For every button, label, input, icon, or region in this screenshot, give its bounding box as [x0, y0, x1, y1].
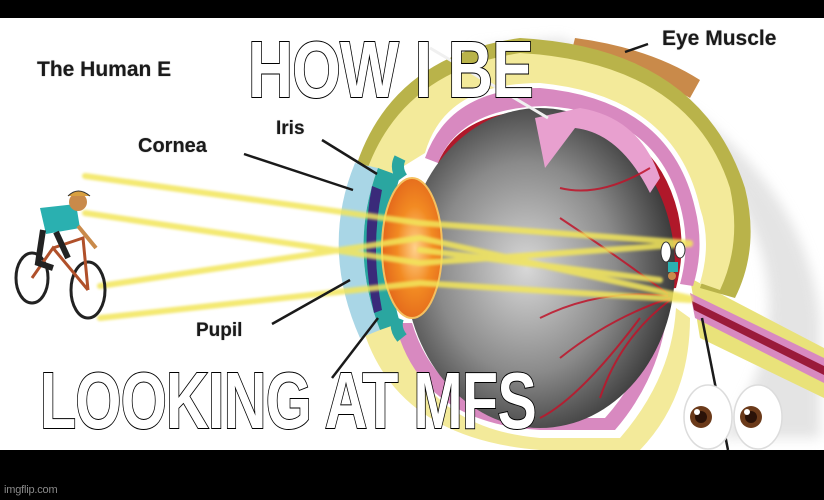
- lens: [381, 177, 443, 319]
- bottom-black-bar: [0, 450, 824, 500]
- eyes-emoji-icon: [683, 384, 783, 450]
- label-cornea: Cornea: [138, 135, 207, 157]
- meme-image: The Human E Cornea Iris Pupil Eye Muscle…: [0, 18, 824, 450]
- inverted-cyclist-image: [660, 241, 686, 280]
- optic-nerve: [690, 278, 824, 398]
- label-pupil: Pupil: [196, 320, 243, 341]
- caption-top: HOW I BE: [247, 24, 534, 115]
- imgflip-watermark: imgflip.com: [4, 484, 58, 496]
- light-rays: [82, 173, 693, 321]
- diagram-title: The Human E: [37, 58, 172, 81]
- sclera: [360, 53, 735, 290]
- label-iris: Iris: [276, 118, 305, 139]
- label-eye-muscle: Eye Muscle: [662, 27, 777, 50]
- cornea: [338, 163, 380, 338]
- caption-bottom: LOOKING AT MFS: [39, 355, 537, 446]
- cyclist: [14, 190, 107, 320]
- eye-anatomy-diagram: [14, 38, 824, 450]
- label-leader-lines: [243, 42, 730, 450]
- top-black-bar: [0, 0, 824, 18]
